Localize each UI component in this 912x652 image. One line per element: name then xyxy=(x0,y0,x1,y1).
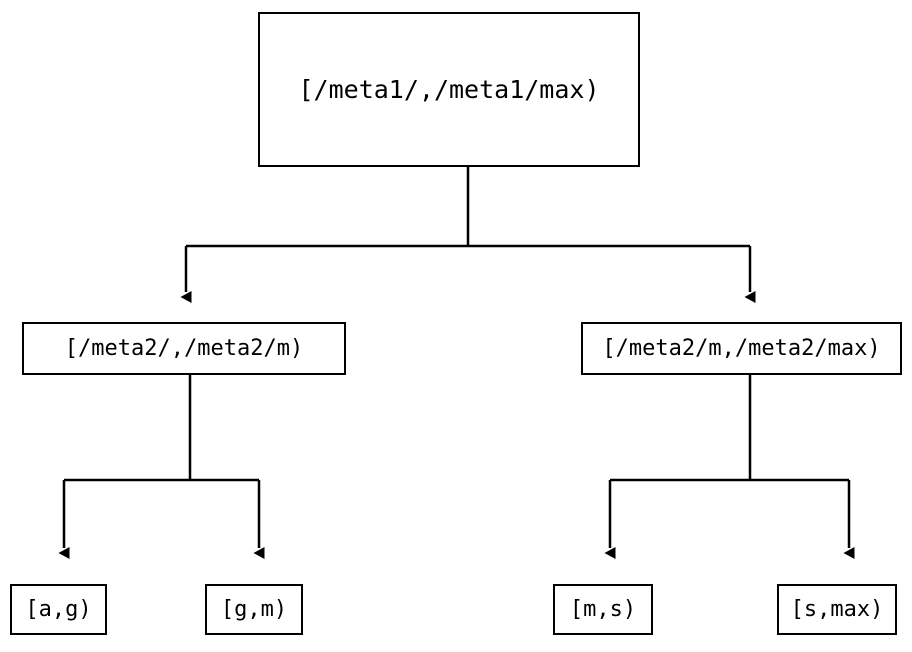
tree-leaf-g-m[interactable]: [g,m) xyxy=(205,584,303,635)
tree-node-meta2-high-label: [/meta2/m,/meta2/max) xyxy=(602,335,881,361)
tree-node-root[interactable]: [/meta1/,/meta1/max) xyxy=(258,12,640,167)
tree-leaf-s-max-label: [s,max) xyxy=(790,596,884,622)
tree-leaf-a-g[interactable]: [a,g) xyxy=(10,584,107,635)
tree-leaf-a-g-label: [a,g) xyxy=(25,596,92,622)
tree-leaf-s-max[interactable]: [s,max) xyxy=(777,584,897,635)
edge-meta2low-to-leaves xyxy=(58,375,265,559)
tree-leaf-m-s-label: [m,s) xyxy=(569,596,637,622)
edge-root-to-level1 xyxy=(180,167,756,303)
tree-leaf-m-s[interactable]: [m,s) xyxy=(553,584,653,635)
tree-node-meta2-high[interactable]: [/meta2/m,/meta2/max) xyxy=(581,322,902,375)
edge-meta2high-to-leaves xyxy=(604,375,855,559)
tree-node-meta2-low-label: [/meta2/,/meta2/m) xyxy=(64,335,304,361)
tree-leaf-g-m-label: [g,m) xyxy=(220,596,288,622)
tree-node-meta2-low[interactable]: [/meta2/,/meta2/m) xyxy=(22,322,346,375)
tree-node-root-label: [/meta1/,/meta1/max) xyxy=(298,75,600,104)
